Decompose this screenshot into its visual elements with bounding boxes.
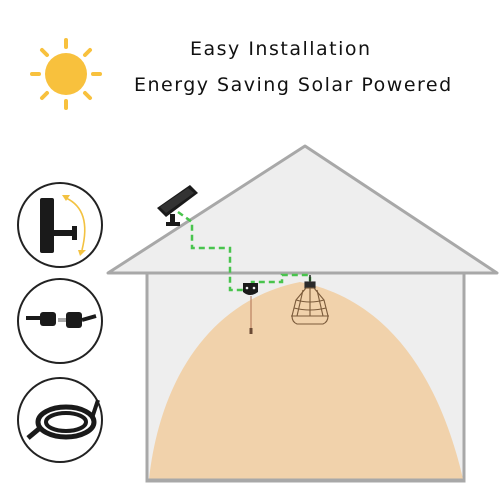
headline-line-2: Energy Saving Solar Powered	[134, 74, 453, 96]
sun-icon	[30, 38, 102, 110]
headline-line-1: Easy Installation	[190, 38, 372, 60]
pendant-lamp-icon	[291, 275, 329, 325]
pull-switch-icon	[243, 283, 258, 334]
connector-icon	[17, 278, 103, 364]
cable-coil-icon	[17, 377, 103, 463]
solar-panel-icon	[157, 185, 198, 226]
light-cone	[149, 282, 463, 479]
panel-bracket-icon	[17, 182, 103, 268]
